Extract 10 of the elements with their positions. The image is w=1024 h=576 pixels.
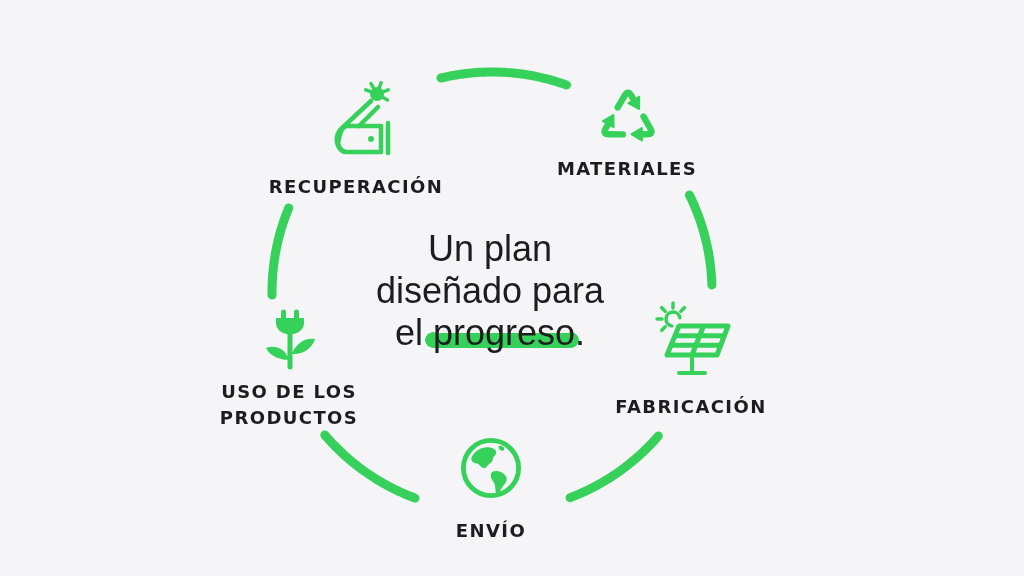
stage-label: ENVÍO — [455, 519, 527, 543]
arc-connector — [565, 431, 663, 503]
arc-connector — [267, 203, 294, 300]
arc-connector — [436, 67, 571, 90]
stage-label: RECUPERACIÓN — [268, 175, 444, 199]
arc-connector — [684, 190, 717, 290]
stage-label: USO DE LOS PRODUCTOS — [218, 380, 360, 430]
arc-connector — [320, 430, 420, 503]
stage-label: FABRICACIÓN — [615, 395, 767, 419]
stage-label: MATERIALES — [556, 157, 698, 181]
